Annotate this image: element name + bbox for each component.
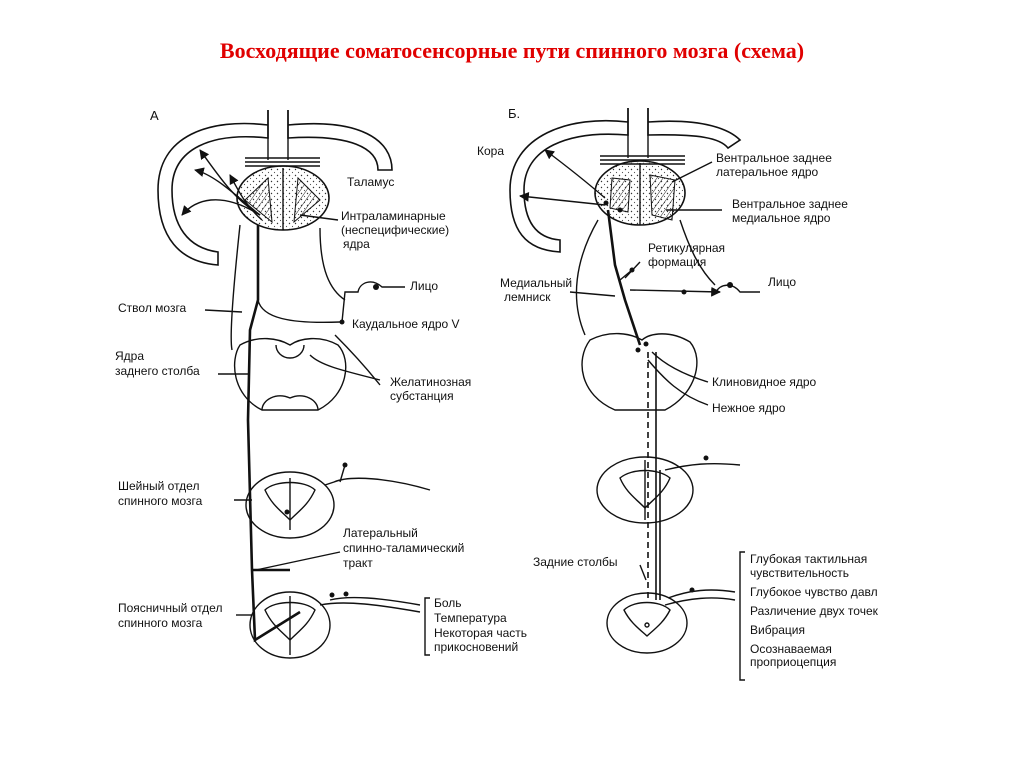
- label-spinothal-1: Латеральный: [343, 526, 418, 540]
- dorsal-columns-tract-b: [647, 352, 661, 600]
- label-brainstem: Ствол мозга: [118, 301, 187, 315]
- label-touch-1: Некоторая часть: [434, 626, 527, 640]
- label-gelatinous-1: Желатинозная: [390, 375, 471, 389]
- label-vpl-2: латеральное ядро: [716, 165, 819, 179]
- thalamus-b: [594, 160, 686, 226]
- cervical-section-a: [245, 471, 335, 539]
- label-intralaminar-3: ядра: [343, 237, 370, 251]
- label-dorsal-col-1: Ядра: [115, 349, 144, 363]
- label-intralaminar-2: (неспецифические): [341, 223, 449, 237]
- label-temperature: Температура: [434, 611, 507, 625]
- label-vibration: Вибрация: [750, 623, 805, 637]
- panel-b-letter: Б.: [508, 106, 520, 121]
- label-lumbar-1: Поясничный отдел: [118, 601, 222, 615]
- thalamocortical-arrows-a: [181, 149, 263, 221]
- label-deep-touch-2: чувствительность: [750, 566, 849, 580]
- cervical-afferent-a: [324, 477, 431, 491]
- label-proprio-1: Осознаваемая: [750, 642, 832, 656]
- cortex-outline-a: [157, 110, 269, 266]
- face-afferent-a: [339, 281, 405, 325]
- lumbar-section-b: [606, 592, 688, 654]
- label-spinothal-3: тракт: [343, 556, 373, 570]
- label-dorsal-col-2: заднего столба: [115, 364, 200, 378]
- brainstem-outline-a: [230, 224, 241, 351]
- cortex-outline-a-right: [287, 110, 393, 171]
- label-pain: Боль: [434, 596, 462, 610]
- face-afferent-b: [681, 282, 760, 295]
- label-lumbar-2: спинного мозга: [118, 616, 203, 630]
- label-caudal-v: Каудальное ядро V: [352, 317, 460, 331]
- label-touch-2: прикосновений: [434, 640, 518, 654]
- label-intralaminar-1: Интраламинарные: [341, 209, 446, 223]
- label-lemniscus-1: Медиальный: [500, 276, 572, 290]
- label-cortex: Кора: [477, 144, 504, 158]
- cervical-afferent-b: [664, 455, 741, 471]
- internal-capsule-b: [600, 108, 685, 165]
- label-deep-touch-1: Глубокая тактильная: [750, 552, 867, 566]
- label-gelatinous-2: субстанция: [390, 389, 454, 403]
- label-vpm-2: медиальное ядро: [732, 211, 831, 225]
- label-two-point: Различение двух точек: [750, 604, 879, 618]
- label-dorsal-columns: Задние столбы: [533, 555, 618, 569]
- panel-a-letter: А: [150, 108, 159, 123]
- label-lemniscus-2: лемниск: [504, 290, 551, 304]
- slide-title: Восходящие соматосенсорные пути спинного…: [219, 38, 805, 63]
- label-spinothal-2: спинно-таламический: [343, 541, 464, 555]
- panel-a: А: [115, 108, 527, 659]
- leader-lines-b: [569, 161, 745, 681]
- cortex-outline-b-right: [647, 108, 742, 150]
- lumbar-afferents-a: [319, 591, 421, 613]
- panel-b: Б.: [477, 106, 879, 681]
- spinothalamic-tract-a: [246, 225, 301, 643]
- medial-lemniscus-b: [606, 209, 642, 346]
- medulla-section-b: [581, 332, 698, 411]
- medulla-section-a: [233, 337, 347, 411]
- thalamus-a: [236, 165, 330, 231]
- label-vpm-1: Вентральное заднее: [732, 197, 848, 211]
- label-cuneate: Клиновидное ядро: [712, 375, 817, 389]
- lumbar-section-a: [249, 591, 331, 659]
- label-retic-2: формация: [648, 255, 706, 269]
- label-gracile: Нежное ядро: [712, 401, 786, 415]
- label-vpl-1: Вентральное заднее: [716, 151, 832, 165]
- thalamocortical-arrows-b: [519, 149, 623, 213]
- label-retic-1: Ретикулярная: [648, 241, 725, 255]
- leader-lines-a: [204, 214, 430, 656]
- label-cervical-1: Шейный отдел: [118, 479, 199, 493]
- lumbar-afferents-b: [664, 587, 736, 606]
- label-cervical-2: спинного мозга: [118, 494, 203, 508]
- label-proprio-2: проприоцепция: [750, 655, 836, 669]
- label-thalamus: Таламус: [347, 175, 394, 189]
- cervical-section-b: [596, 456, 694, 524]
- label-face-b: Лицо: [768, 275, 796, 289]
- label-face-a: Лицо: [410, 279, 438, 293]
- label-deep-pressure: Глубокое чувство давл: [750, 585, 878, 599]
